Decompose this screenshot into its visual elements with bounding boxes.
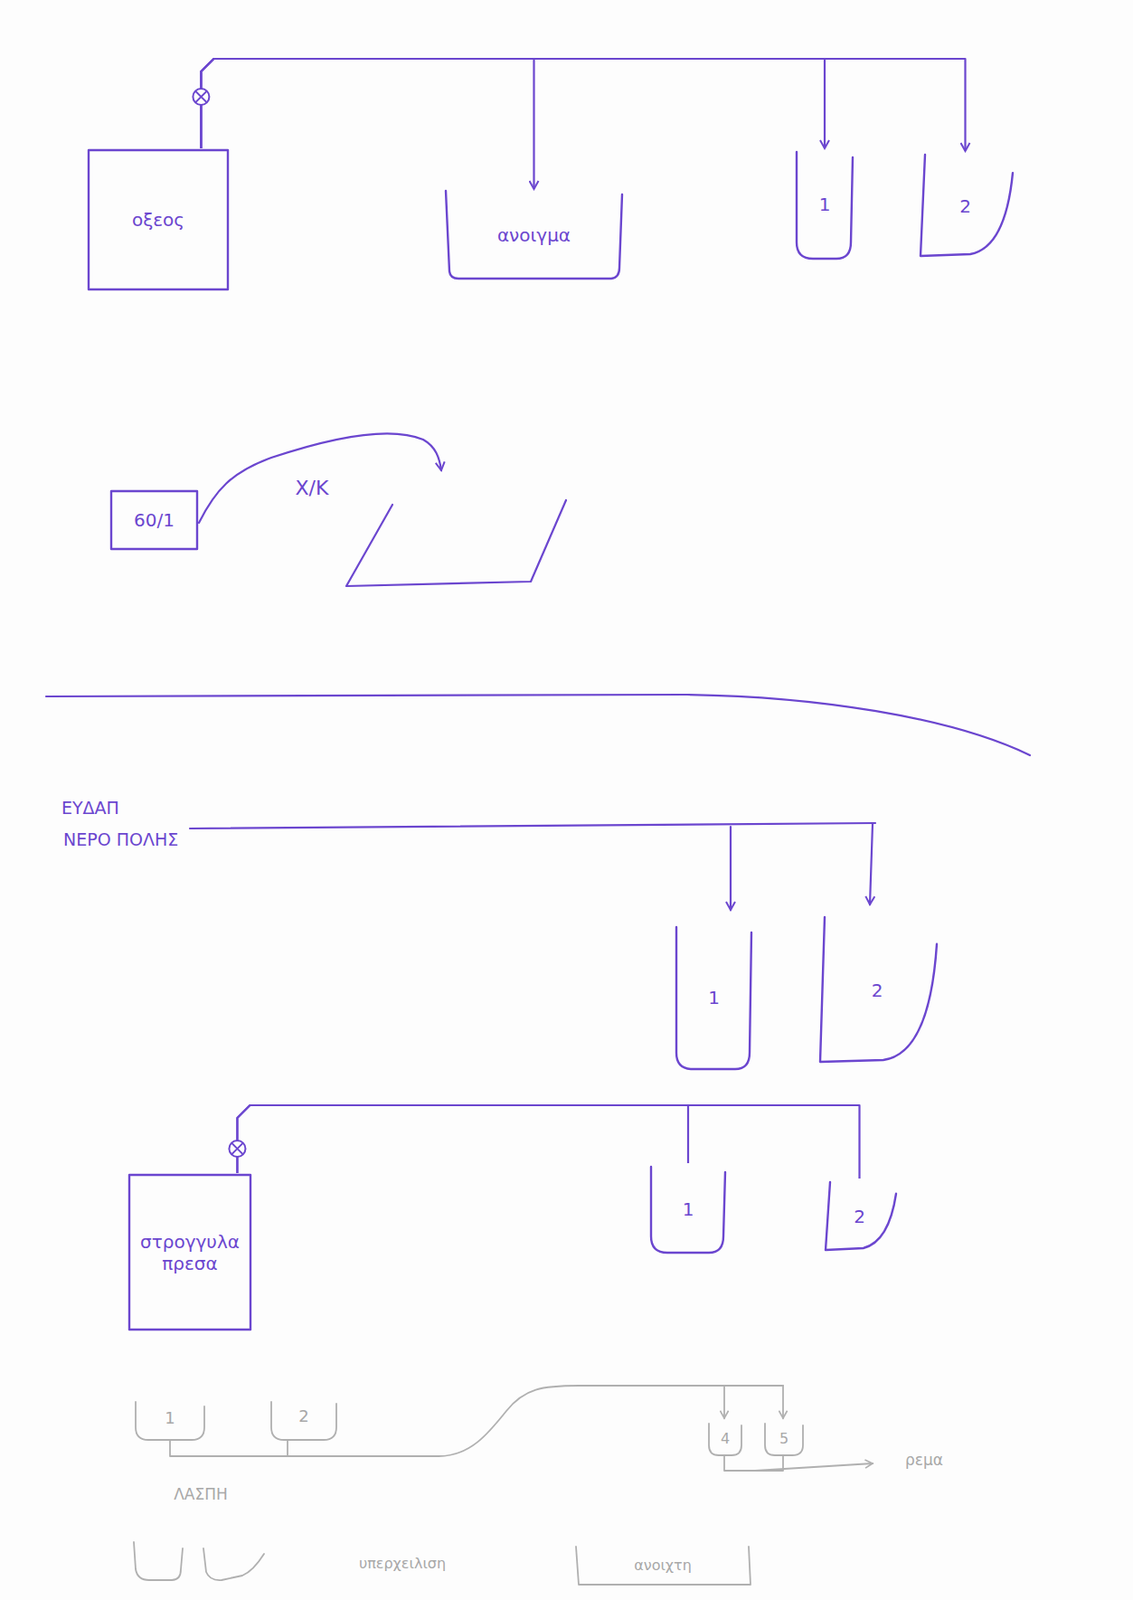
valve-cross	[231, 1142, 243, 1154]
node-text-area: οξεος	[86, 148, 230, 292]
valve-circle	[228, 1140, 246, 1157]
note-label: ΝΕΡΟ ΠΟΛΗΣ	[63, 829, 179, 850]
pipe-connector	[236, 1104, 689, 1173]
node-text-area: 1	[793, 148, 857, 261]
tank-shape: 1	[672, 923, 756, 1071]
node-outline-path	[796, 151, 853, 259]
node-text-area: 2	[915, 151, 1015, 261]
faded-note: 4	[720, 1429, 730, 1447]
supply-drop	[869, 823, 873, 905]
node-outline-path	[111, 490, 198, 549]
faded-line	[438, 1385, 784, 1456]
supply-drop	[729, 826, 732, 910]
faded-note: ρεμα	[905, 1450, 944, 1469]
faded-note: υπερχειλιση	[358, 1554, 446, 1572]
text-line: στρογγυλα πρεσα	[127, 1230, 253, 1275]
pipe-connector	[200, 58, 965, 152]
node-text: οξεος	[132, 208, 185, 231]
node-text-area: 2	[815, 913, 939, 1067]
supply-line	[189, 822, 876, 829]
node-text-area: 60/1	[109, 489, 199, 551]
note-label: Χ/Κ	[295, 476, 330, 501]
faded-arrow	[755, 1463, 873, 1471]
node-outline-path	[88, 150, 228, 290]
text-line: 1	[811, 193, 839, 216]
pipe-connector	[200, 58, 825, 149]
faded-tank	[764, 1423, 803, 1455]
node-outline-path	[651, 1166, 726, 1253]
tank-shape: 2	[915, 151, 1015, 261]
text-line: 2	[846, 1205, 873, 1228]
tank-shape: 1	[647, 1162, 729, 1255]
faded-bracket	[724, 1454, 784, 1471]
tank-shape: 2	[821, 1178, 898, 1255]
node-text: 1	[708, 986, 720, 1009]
process-box: στρογγυλα πρεσα	[127, 1172, 253, 1332]
node-text: 1	[819, 193, 831, 216]
faded-drop	[782, 1385, 784, 1418]
node-text: 2	[853, 1205, 866, 1228]
faded-note: ΛΑΣΠΗ	[173, 1484, 228, 1503]
faded-bracket	[575, 1546, 751, 1585]
faded-drop	[723, 1385, 726, 1418]
text-line: 60/1	[126, 509, 182, 531]
pipe-connector	[236, 1104, 860, 1179]
valve-circle	[192, 88, 209, 105]
text-line: 2	[864, 979, 891, 1001]
node-text-area: 1	[672, 923, 756, 1071]
text-line: 2	[952, 195, 979, 218]
node-outline-path	[920, 154, 1013, 256]
faded-tank	[203, 1548, 265, 1580]
text-line: οξεος	[124, 208, 192, 231]
tank-shape: ανοιγμα	[443, 188, 624, 281]
faded-tank	[708, 1423, 742, 1455]
pipe-connector	[200, 58, 534, 189]
node-outline-path	[825, 1181, 897, 1250]
node-text: 1	[682, 1198, 695, 1220]
node-text: ανοιγμα	[497, 224, 571, 246]
divider-line	[46, 694, 1030, 756]
text-line: 1	[700, 986, 728, 1009]
process-box: 60/1	[109, 489, 199, 551]
node-text: 2	[959, 195, 972, 218]
note-label: ΕΥΔΑΠ	[61, 797, 120, 819]
faded-note: 5	[779, 1429, 789, 1447]
node-outline-path	[129, 1174, 251, 1330]
faded-tank	[135, 1401, 205, 1440]
valve-symbol	[228, 1140, 246, 1157]
faded-bracket	[169, 1439, 439, 1456]
faded-note: 1	[164, 1407, 175, 1428]
text-line: 1	[675, 1198, 702, 1220]
node-text: 60/1	[133, 509, 175, 531]
node-text: στρογγυλα πρεσα	[140, 1230, 240, 1275]
node-text-area: 1	[647, 1162, 729, 1255]
node-text: 2	[871, 979, 884, 1001]
valve-symbol	[192, 88, 209, 105]
valve-cross	[195, 91, 207, 103]
node-text-area: ανοιγμα	[443, 188, 624, 281]
node-outline-path	[820, 916, 937, 1062]
text-line: ανοιγμα	[490, 224, 578, 246]
tank-shape: 2	[815, 913, 939, 1067]
faded-tank	[133, 1541, 183, 1580]
faded-note: ανοιχτη	[633, 1556, 692, 1574]
node-text-area: στρογγυλα πρεσα	[127, 1172, 253, 1332]
tank-shape: 1	[793, 148, 857, 261]
node-text-area: 2	[821, 1178, 898, 1255]
faded-note: 2	[298, 1406, 309, 1426]
open-tank	[346, 500, 567, 586]
faded-tank	[271, 1401, 337, 1440]
node-outline-path	[676, 926, 752, 1069]
process-box: οξεος	[86, 148, 230, 292]
hose-arc	[198, 433, 442, 523]
node-outline-path	[445, 190, 623, 279]
